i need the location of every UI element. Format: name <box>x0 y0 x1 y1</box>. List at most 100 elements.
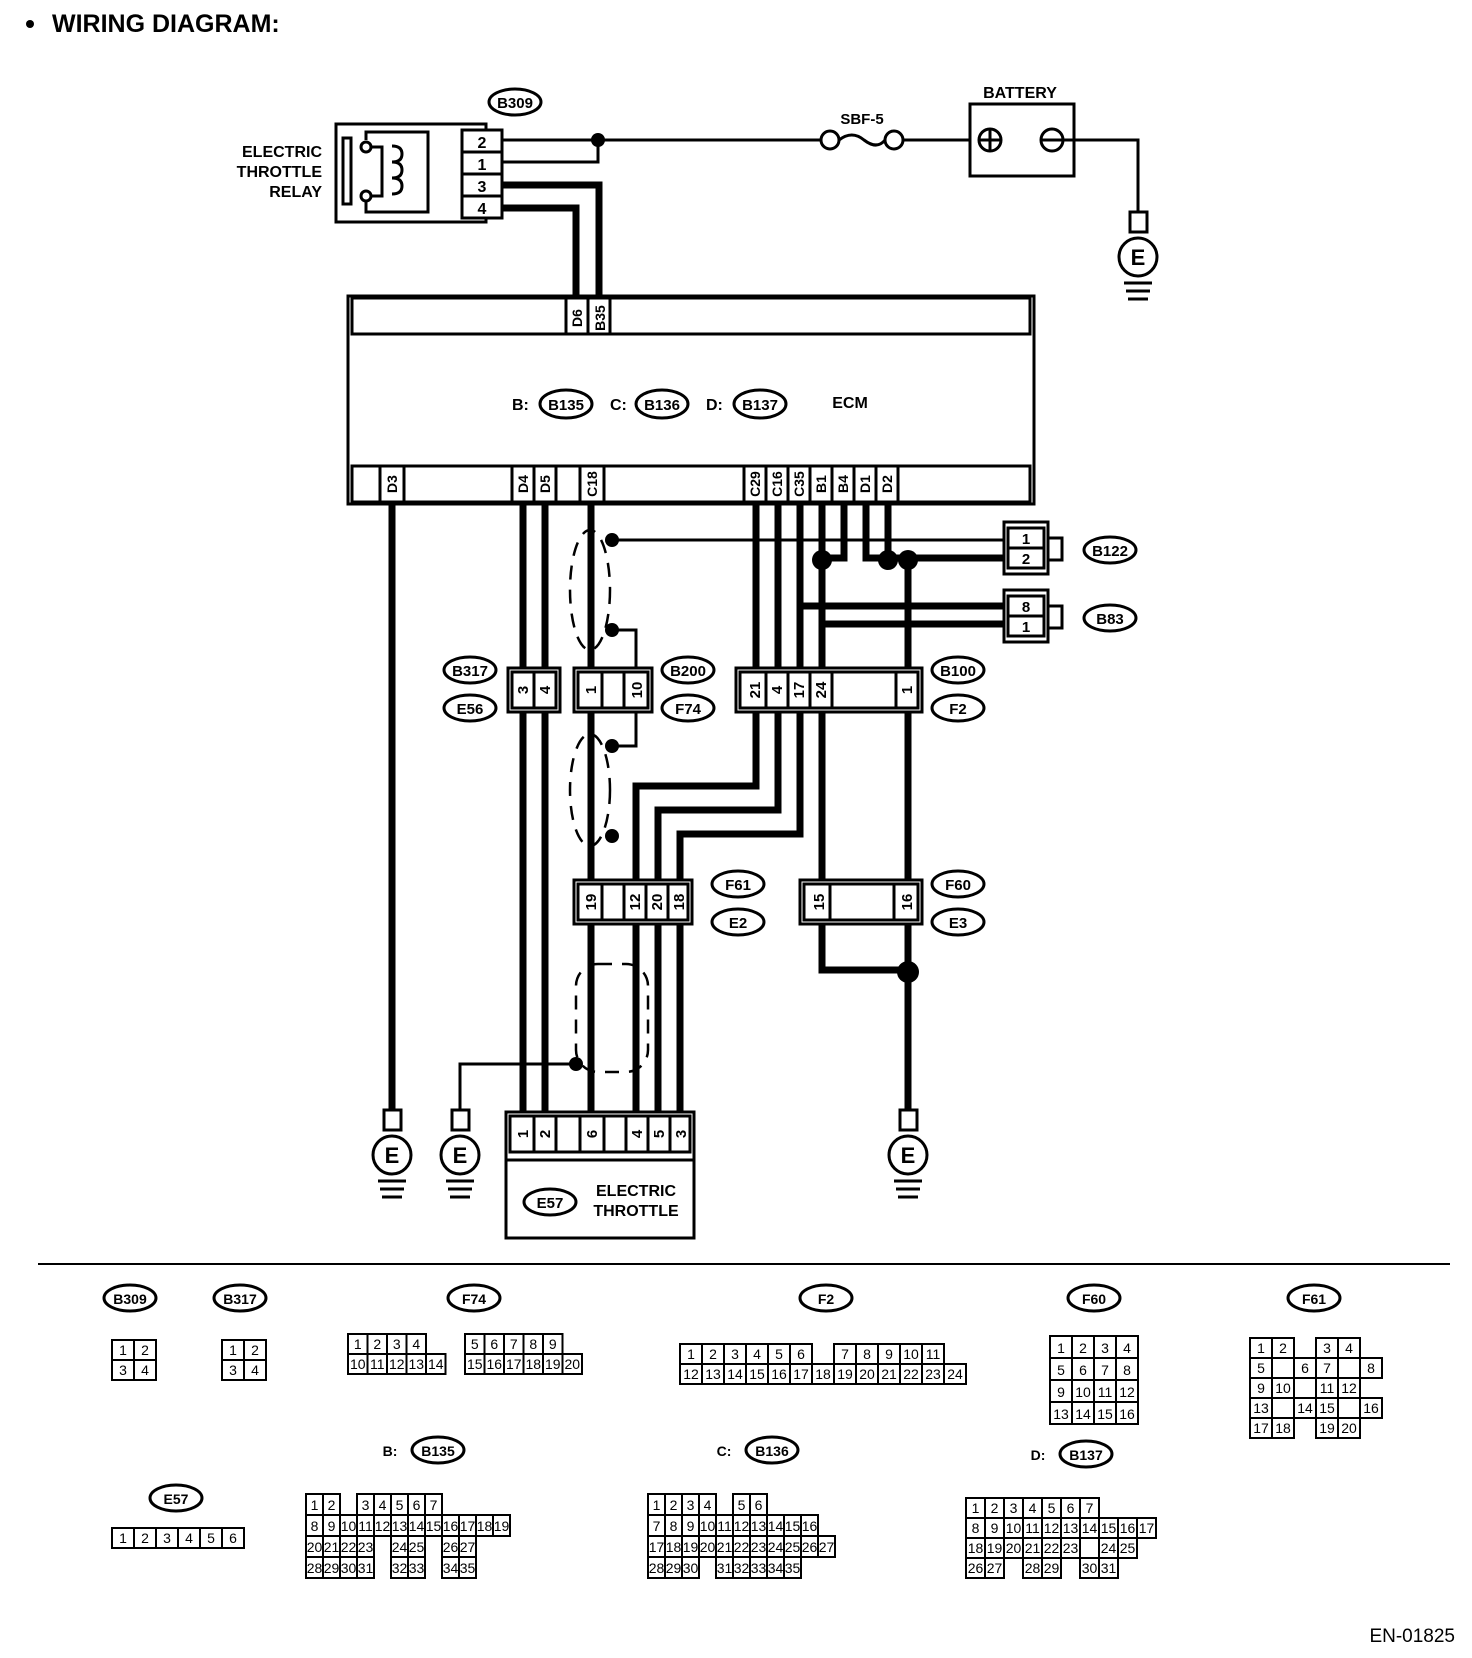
legend-pin: 25 <box>409 1539 425 1555</box>
legend-pin: 3 <box>1323 1340 1331 1356</box>
svg-text:C:: C: <box>610 397 627 414</box>
svg-text:4: 4 <box>537 685 554 694</box>
legend-pin: 35 <box>785 1560 801 1576</box>
legend-pin: 21 <box>717 1539 733 1555</box>
legend-pin: 7 <box>1323 1360 1331 1376</box>
legend-pin: 19 <box>545 1356 561 1372</box>
legend-pin: 3 <box>229 1362 237 1378</box>
svg-text:21: 21 <box>747 682 764 699</box>
legend-pin: 2 <box>328 1497 336 1513</box>
legend-tag-e57: E57 <box>164 1491 189 1507</box>
legend-pin: 13 <box>1053 1406 1069 1422</box>
legend-pin: 18 <box>666 1539 682 1555</box>
legend-pin: 7 <box>841 1346 849 1362</box>
legend-pin: 21 <box>324 1539 340 1555</box>
svg-text:WIRING DIAGRAM:: WIRING DIAGRAM: <box>52 10 280 38</box>
svg-text:D2: D2 <box>879 475 895 493</box>
legend-pin: 19 <box>1319 1420 1335 1436</box>
legend-pin: 24 <box>1101 1540 1117 1556</box>
legend-pin: 1 <box>1057 1340 1065 1356</box>
legend-pin: 13 <box>1253 1400 1269 1416</box>
legend-pin: 35 <box>460 1560 476 1576</box>
svg-text:B137: B137 <box>742 397 778 414</box>
svg-text:2: 2 <box>478 135 487 152</box>
legend-pin: 5 <box>207 1530 215 1546</box>
legend-pin: 19 <box>494 1518 510 1534</box>
legend-pin: 16 <box>802 1518 818 1534</box>
svg-text:F61: F61 <box>725 877 751 894</box>
legend-pin: 1 <box>687 1346 695 1362</box>
svg-text:8: 8 <box>1022 599 1030 616</box>
svg-text:B136: B136 <box>644 397 680 414</box>
legend-tag-b309: B309 <box>113 1291 147 1307</box>
legend-tag-f61: F61 <box>1302 1291 1326 1307</box>
svg-text:RELAY: RELAY <box>269 184 322 201</box>
legend-pin: 20 <box>700 1539 716 1555</box>
legend-pin: 16 <box>1119 1406 1135 1422</box>
legend-pin: 20 <box>1006 1540 1022 1556</box>
legend-pin: 10 <box>903 1346 919 1362</box>
svg-text:D3: D3 <box>384 475 400 493</box>
legend-pin: 8 <box>1367 1360 1375 1376</box>
svg-text:B135: B135 <box>548 397 584 414</box>
connector-b122: 1 2 B122 <box>1002 520 1138 576</box>
legend-pin: 13 <box>408 1356 424 1372</box>
legend-pin: 3 <box>731 1346 739 1362</box>
legend-pin: 23 <box>1063 1540 1079 1556</box>
legend-pin: 15 <box>1097 1406 1113 1422</box>
svg-text:BATTERY: BATTERY <box>983 85 1057 102</box>
svg-text:E: E <box>453 1143 468 1168</box>
svg-text:B1: B1 <box>813 475 829 493</box>
legend-pin: 13 <box>751 1518 767 1534</box>
legend-pin: 16 <box>486 1356 502 1372</box>
legend-pin: 25 <box>785 1539 801 1555</box>
legend-pin: 20 <box>307 1539 323 1555</box>
legend-pin: 33 <box>751 1560 767 1576</box>
legend-pin: 6 <box>1079 1362 1087 1378</box>
legend-pin: 10 <box>1275 1380 1291 1396</box>
legend-pin: 12 <box>375 1518 391 1534</box>
ground-d3: E <box>371 1108 413 1199</box>
legend-pin: 12 <box>734 1518 750 1534</box>
connector-b200-f74: 1 10 B200 F74 <box>572 655 716 723</box>
legend-pin: 6 <box>229 1530 237 1546</box>
legend-pin: 13 <box>392 1518 408 1534</box>
legend-pin: 12 <box>389 1356 405 1372</box>
svg-text:B35: B35 <box>592 305 608 331</box>
legend-pin: 20 <box>859 1366 875 1382</box>
legend-pin: 1 <box>1257 1340 1265 1356</box>
legend-pin: 14 <box>768 1518 784 1534</box>
svg-text:10: 10 <box>629 682 646 699</box>
legend-pin: 7 <box>430 1497 438 1513</box>
legend-pin: 23 <box>925 1366 941 1382</box>
legend-pin: 9 <box>991 1520 999 1536</box>
diagram-code: EN-01825 <box>1369 1626 1455 1647</box>
svg-text:3: 3 <box>673 1130 690 1138</box>
legend-pin: 7 <box>1086 1500 1094 1516</box>
legend-pin: 31 <box>717 1560 733 1576</box>
legend-pin: 23 <box>751 1539 767 1555</box>
legend-pin: 1 <box>311 1497 319 1513</box>
svg-text:2: 2 <box>537 1130 554 1138</box>
svg-text:F2: F2 <box>949 701 967 718</box>
legend-pin: 31 <box>358 1560 374 1576</box>
legend-pin: 2 <box>991 1500 999 1516</box>
ground-d2: E <box>887 1108 929 1199</box>
legend-pin: 19 <box>837 1366 853 1382</box>
legend-pin: 24 <box>392 1539 408 1555</box>
legend-pin: 23 <box>358 1539 374 1555</box>
legend-pin: 3 <box>687 1497 695 1513</box>
legend-pin: 27 <box>987 1560 1003 1576</box>
legend-pin: 15 <box>785 1518 801 1534</box>
svg-text:D6: D6 <box>569 309 585 327</box>
legend-tag-b317: B317 <box>223 1291 257 1307</box>
legend-pin: 22 <box>341 1539 357 1555</box>
legend-pin: 13 <box>705 1366 721 1382</box>
legend-pin: 32 <box>392 1560 408 1576</box>
legend-pin: 29 <box>1044 1560 1060 1576</box>
svg-text:1: 1 <box>1022 531 1030 548</box>
